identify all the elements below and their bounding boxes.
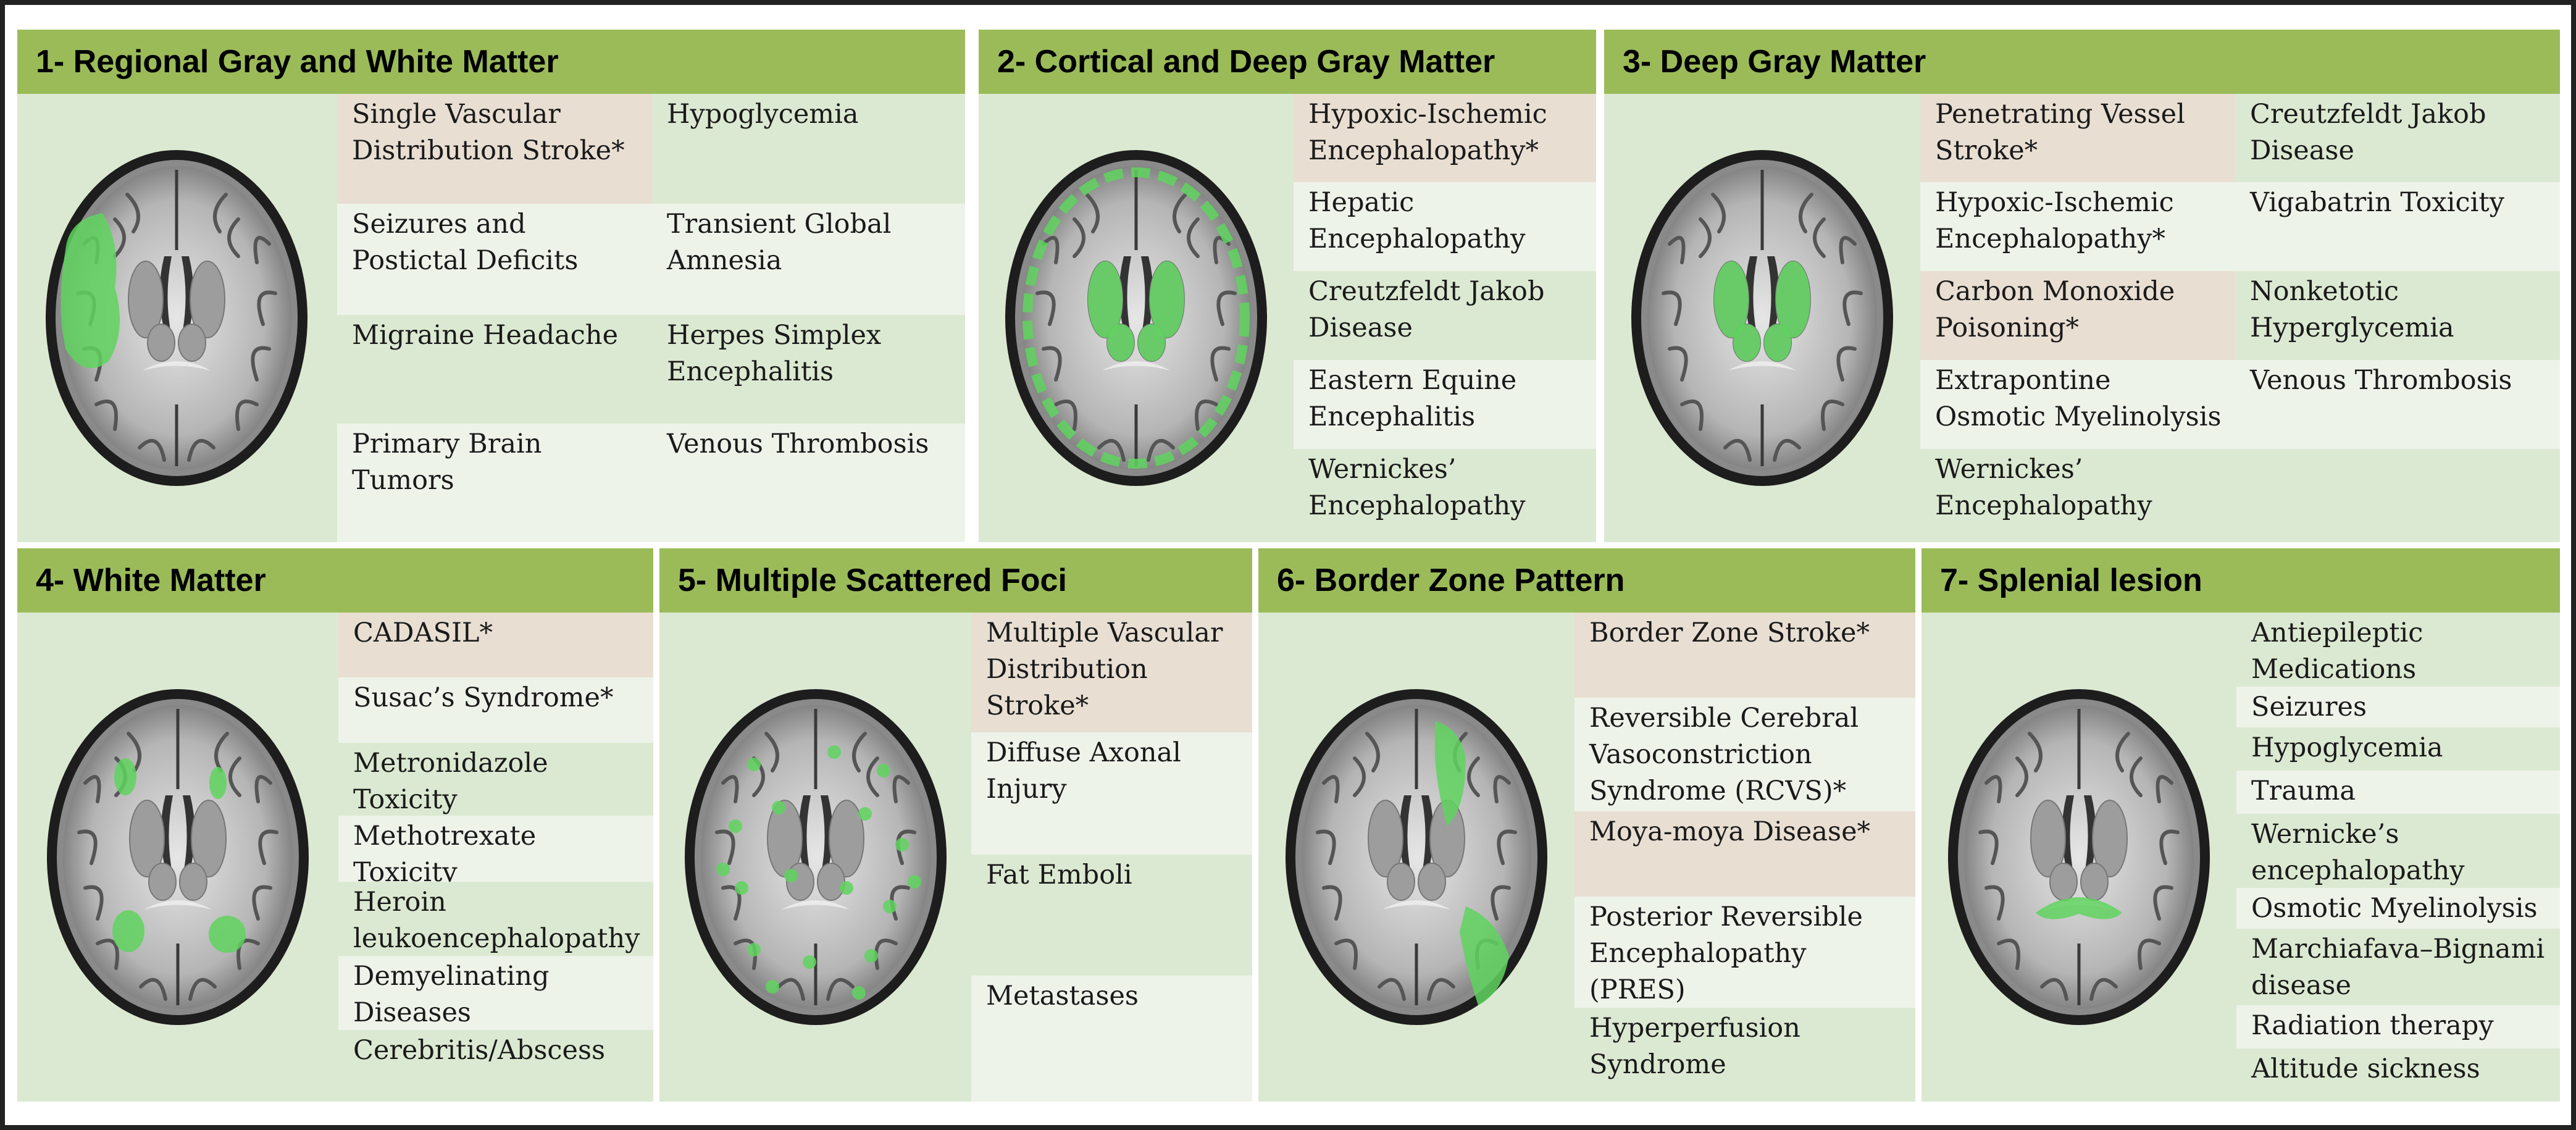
brain-image — [17, 94, 335, 542]
panel-scattered-foci: 5- Multiple Scattered Foci Multiple Vasc… — [659, 548, 1252, 1102]
condition-cell: Hypoxic-Ischemic Encephalopathy* — [1920, 182, 2235, 271]
condition-cell: Venous Thrombosis — [2235, 360, 2560, 449]
condition-cell: Migraine Headache — [337, 315, 652, 424]
panel-regional: 1- Regional Gray and White Matter Single… — [17, 30, 965, 542]
condition-cell: Multiple Vascular Distribution Stroke* — [971, 613, 1252, 732]
axial-brain-icon — [45, 150, 307, 486]
condition-cell: Carbon Monoxide Poisoning* — [1920, 271, 2235, 360]
condition-cell: Wernickes’ Encephalopathy — [1294, 449, 1596, 542]
condition-cell: Border Zone Stroke* — [1574, 613, 1915, 698]
condition-cell: Seizures and Postictal Deficits — [337, 204, 652, 315]
panel-title: 4- White Matter — [17, 548, 653, 613]
panel-body: Antiepileptic Medications Seizures Hypog… — [1922, 613, 2560, 1102]
condition-cell: Hepatic Encephalopathy — [1294, 182, 1596, 271]
condition-column: Creutzfeldt Jakob Disease Vigabatrin Tox… — [2235, 94, 2560, 542]
panel-body: Penetrating Vessel Stroke* Hypoxic-Ische… — [1604, 94, 2560, 542]
brain-image — [1604, 94, 1920, 542]
condition-cell: Vigabatrin Toxicity — [2235, 182, 2560, 271]
axial-brain-icon — [47, 689, 309, 1025]
axial-brain-icon — [1631, 150, 1893, 486]
condition-cell: Extrapontine Osmotic Myelinolysis — [1920, 360, 2235, 449]
panel-title: 7- Splenial lesion — [1922, 548, 2560, 613]
panel-body: Border Zone Stroke* Reversible Cerebral … — [1258, 613, 1915, 1102]
condition-cell: Moya-moya Disease* — [1574, 811, 1915, 897]
condition-cell: Seizures — [2236, 687, 2560, 727]
condition-column: Hypoglycemia Transient Global Amnesia He… — [652, 94, 965, 542]
condition-cell: Single Vascular Distribution Stroke* — [337, 94, 652, 204]
condition-cell: Altitude sickness — [2236, 1048, 2560, 1102]
condition-cell: Eastern Equine Encephalitis — [1294, 360, 1596, 449]
condition-cell: Radiation therapy — [2236, 1005, 2560, 1048]
condition-column: Border Zone Stroke* Reversible Cerebral … — [1574, 613, 1915, 1102]
condition-cell: Venous Thrombosis — [652, 424, 965, 542]
condition-column: Multiple Vascular Distribution Stroke* D… — [971, 613, 1252, 1102]
condition-cell: Penetrating Vessel Stroke* — [1920, 94, 2235, 182]
axial-brain-icon — [1948, 689, 2210, 1025]
condition-cell — [2235, 449, 2560, 542]
panel-title: 6- Border Zone Pattern — [1258, 548, 1915, 613]
condition-cell: Trauma — [2236, 771, 2560, 814]
condition-cell: Creutzfeldt Jakob Disease — [1294, 271, 1596, 360]
condition-cell: Reversible Cerebral Vasoconstriction Syn… — [1574, 698, 1915, 811]
condition-cell: CADASIL* — [338, 613, 653, 677]
condition-cell: Hypoglycemia — [2236, 727, 2560, 771]
panel-border-zone: 6- Border Zone Pattern Border Zone Strok… — [1258, 548, 1915, 1102]
axial-brain-icon — [684, 689, 947, 1025]
condition-cell: Demyelinating Diseases — [338, 956, 653, 1030]
condition-column: Antiepileptic Medications Seizures Hypog… — [2236, 613, 2560, 1102]
condition-cell: Herpes Simplex Encephalitis — [652, 315, 965, 424]
panel-body: Hypoxic-Ischemic Encephalopathy* Hepatic… — [979, 94, 1596, 542]
condition-cell: Hyperperfusion Syndrome — [1574, 1008, 1915, 1102]
panel-cortical-deep: 2- Cortical and Deep Gray Matter Hypoxic… — [979, 30, 1596, 542]
condition-cell: Wernickes’ Encephalopathy — [1920, 449, 2235, 542]
condition-cell: Antiepileptic Medications — [2236, 613, 2560, 687]
condition-cell: Susac’s Syndrome* — [338, 677, 653, 743]
condition-cell: Osmotic Myelinolysis — [2236, 888, 2560, 929]
figure-frame: 1- Regional Gray and White Matter Single… — [5, 5, 2571, 1125]
condition-cell: Primary Brain Tumors — [337, 424, 652, 542]
panel-body: CADASIL* Susac’s Syndrome* Metronidazole… — [17, 613, 653, 1102]
condition-cell: Hypoxic-Ischemic Encephalopathy* — [1294, 94, 1596, 182]
panel-title: 3- Deep Gray Matter — [1604, 30, 2560, 94]
panel-body: Multiple Vascular Distribution Stroke* D… — [659, 613, 1252, 1102]
condition-cell: Metastases — [971, 976, 1252, 1102]
brain-image — [1258, 613, 1574, 1102]
condition-cell: Diffuse Axonal Injury — [971, 732, 1252, 855]
condition-cell: Marchiafava–Bignami disease — [2236, 929, 2560, 1005]
panel-title: 1- Regional Gray and White Matter — [17, 30, 965, 94]
brain-image — [659, 613, 971, 1102]
condition-cell: Metronidazole Toxicity — [338, 743, 653, 816]
condition-column: CADASIL* Susac’s Syndrome* Metronidazole… — [338, 613, 653, 1102]
condition-cell: Posterior Reversible Encephalopathy (PRE… — [1574, 897, 1915, 1008]
condition-cell: Wernicke’s encephalopathy — [2236, 814, 2560, 888]
condition-cell: Hypoglycemia — [652, 94, 965, 204]
panel-white-matter: 4- White Matter CADASIL* Susac’s Syndrom… — [17, 548, 653, 1102]
panel-title: 2- Cortical and Deep Gray Matter — [979, 30, 1596, 94]
panel-title: 5- Multiple Scattered Foci — [659, 548, 1252, 613]
condition-column: Hypoxic-Ischemic Encephalopathy* Hepatic… — [1294, 94, 1596, 542]
axial-brain-icon — [1005, 150, 1267, 486]
brain-image — [1922, 613, 2236, 1102]
brain-image — [17, 613, 338, 1102]
condition-cell: Fat Emboli — [971, 855, 1252, 976]
condition-cell: Heroin leukoencephalopathy — [338, 882, 653, 956]
panel-body: Single Vascular Distribution Stroke* Sei… — [17, 94, 965, 542]
condition-column: Single Vascular Distribution Stroke* Sei… — [337, 94, 652, 542]
axial-brain-icon — [1286, 689, 1547, 1025]
condition-cell: Cerebritis/Abscess — [338, 1030, 653, 1102]
condition-cell: Creutzfeldt Jakob Disease — [2235, 94, 2560, 182]
panel-splenial: 7- Splenial lesion Antiepileptic Medicat… — [1922, 548, 2560, 1102]
condition-cell: Transient Global Amnesia — [652, 204, 965, 315]
brain-image — [979, 94, 1294, 542]
condition-column: Penetrating Vessel Stroke* Hypoxic-Ische… — [1920, 94, 2235, 542]
condition-cell: Nonketotic Hyperglycemia — [2235, 271, 2560, 360]
panel-deep-gray: 3- Deep Gray Matter Penetrating Vessel S… — [1604, 30, 2560, 542]
condition-cell: Methotrexate Toxicity — [338, 816, 653, 882]
